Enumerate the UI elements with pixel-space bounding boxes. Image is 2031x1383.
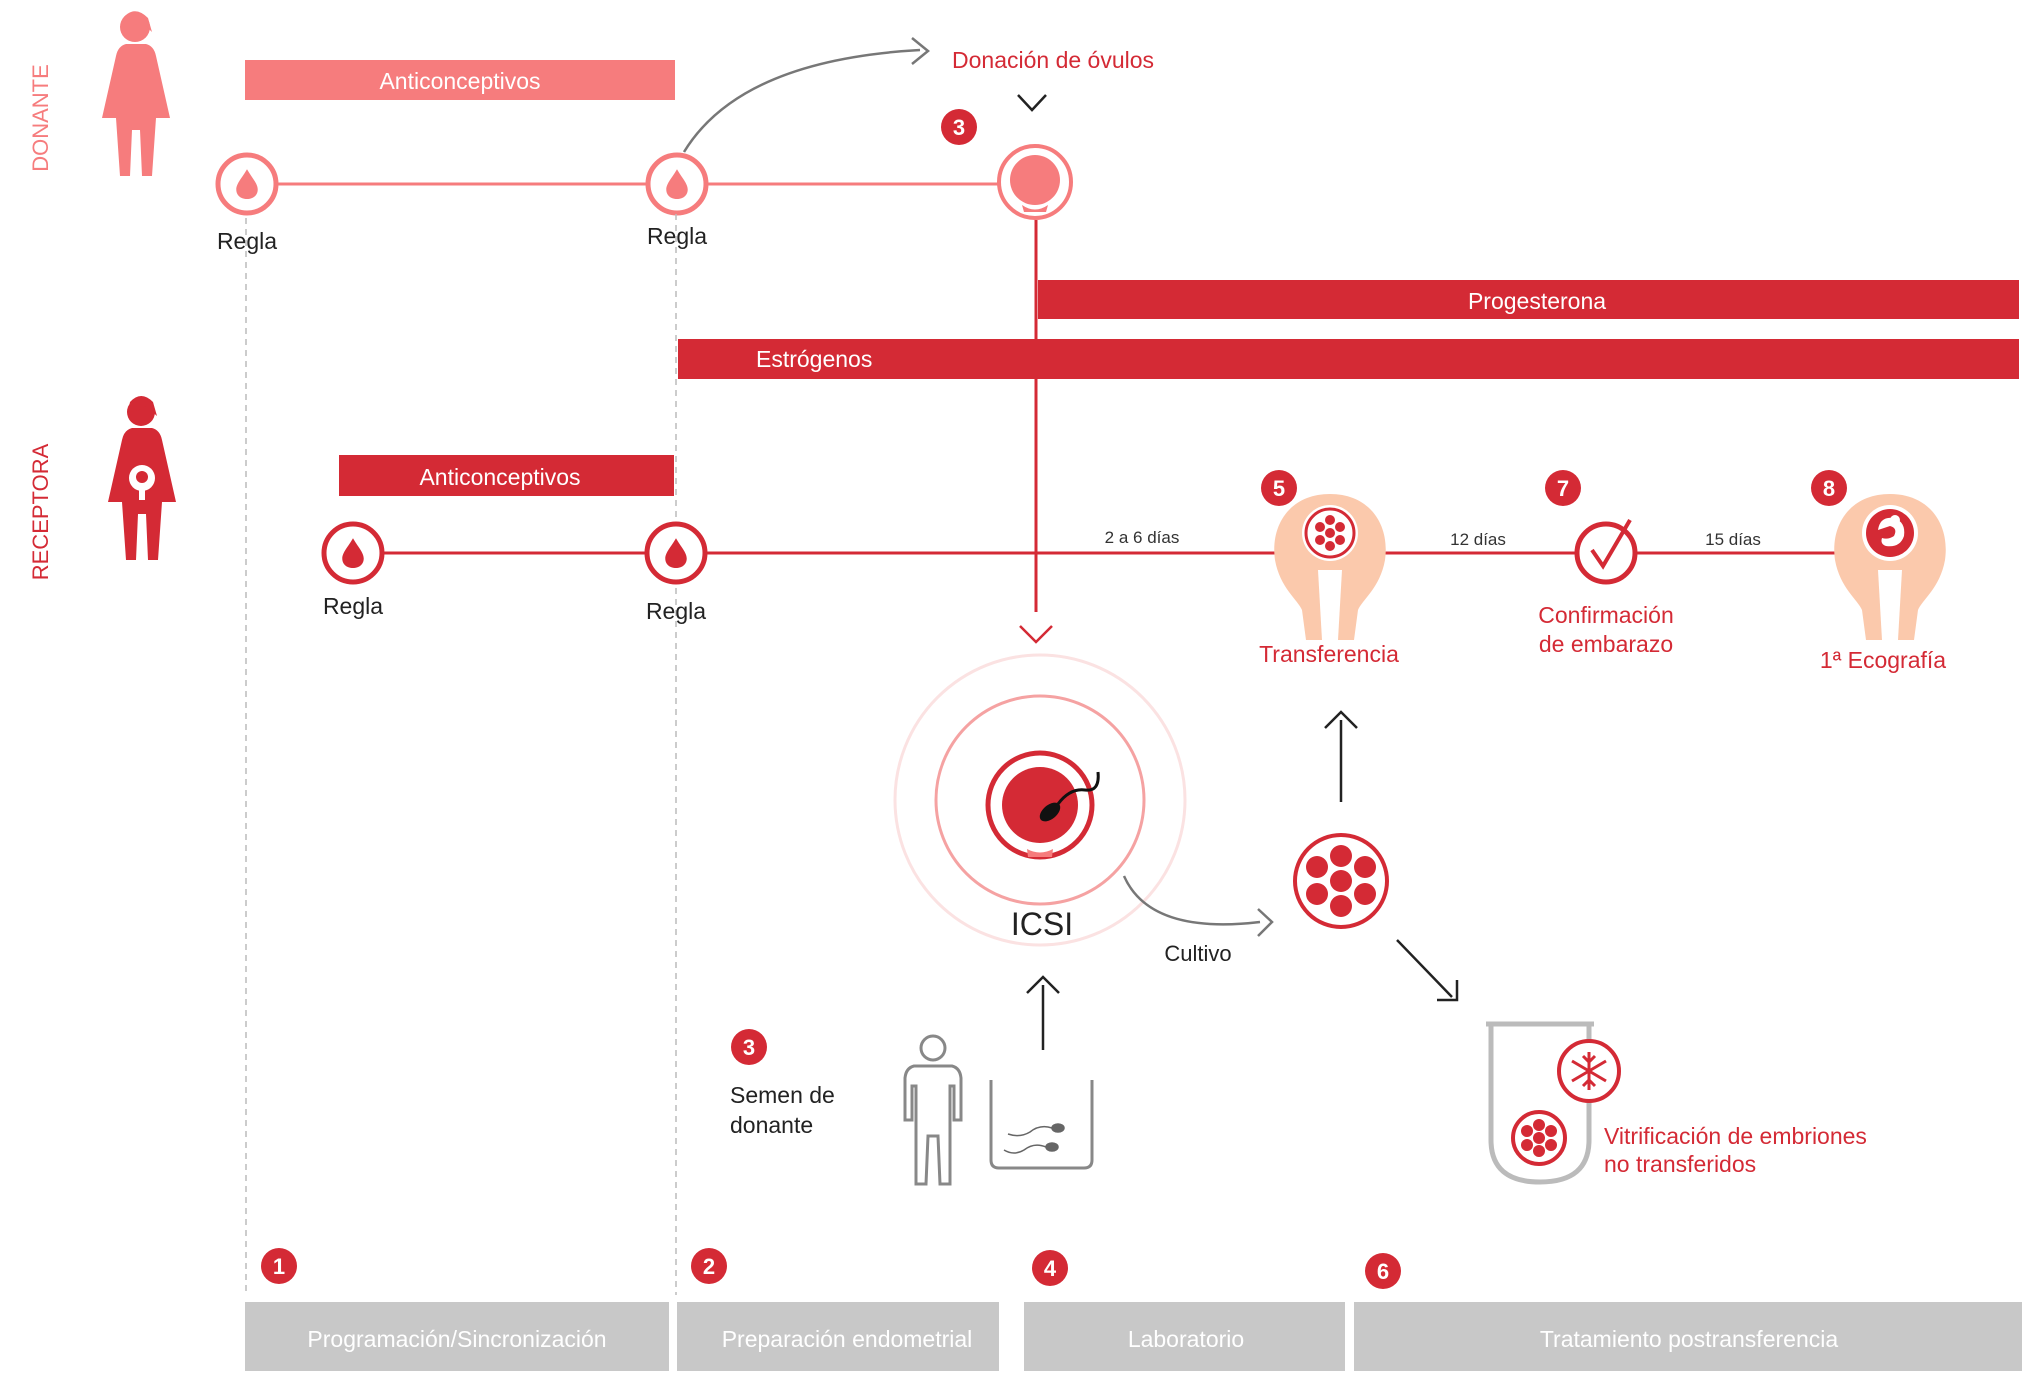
interval-2-6-label: 2 a 6 días [1105, 528, 1180, 547]
donor-period-label-1: Regla [217, 228, 277, 254]
step-badge-7: 7 [1545, 470, 1581, 506]
ultrasound-uterus-icon [1834, 494, 1946, 640]
vitrification-label-2: no transferidos [1604, 1151, 1756, 1177]
transfer-uterus-icon [1274, 494, 1386, 640]
svg-text:5: 5 [1273, 476, 1285, 501]
chevron-up-icon [1324, 710, 1358, 729]
recipient-period-label-2: Regla [646, 598, 706, 624]
phase-label-1: Programación/Sincronización [307, 1326, 606, 1352]
transfer-label: Transferencia [1259, 641, 1399, 667]
recipient-contraceptives-label: Anticonceptivos [419, 464, 580, 490]
recipient-woman-icon [108, 396, 176, 560]
step-badge-5: 5 [1261, 470, 1297, 506]
estrogens-bar [678, 339, 2019, 379]
icsi-egg-sperm-icon [985, 750, 1100, 860]
step-badge-1: 1 [261, 1248, 297, 1284]
chevron-down-icon [1019, 625, 1053, 644]
recipient-contraceptives-bar [339, 455, 674, 496]
step-badge-3-semen: 3 [731, 1029, 767, 1065]
ultrasound-label: 1ª Ecografía [1820, 647, 1946, 673]
recipient-period-node-2 [644, 521, 708, 585]
culture-label: Cultivo [1164, 941, 1231, 966]
phase-label-3: Laboratorio [1128, 1326, 1244, 1352]
svg-text:3: 3 [953, 115, 965, 140]
donor-contraceptives-bar [245, 60, 675, 100]
donor-period-node-1 [215, 152, 279, 216]
pregnancy-check-icon [1574, 518, 1638, 585]
step-badge-4: 4 [1032, 1250, 1068, 1286]
svg-text:7: 7 [1557, 476, 1569, 501]
svg-text:4: 4 [1044, 1256, 1057, 1281]
step-badge-2: 2 [691, 1248, 727, 1284]
phase-label-2: Preparación endometrial [722, 1326, 973, 1352]
donor-semen-label-2: donante [730, 1112, 813, 1138]
svg-text:8: 8 [1823, 476, 1835, 501]
interval-15-label: 15 días [1705, 530, 1761, 549]
donor-period-label-2: Regla [647, 223, 707, 249]
embryo-to-vitrification-arrow [1396, 939, 1453, 998]
chevron-right-icon [1257, 908, 1274, 937]
icsi-rings [893, 653, 1187, 947]
phase-label-4: Tratamiento postransferencia [1540, 1326, 1839, 1352]
pregnancy-confirm-label-2: de embarazo [1539, 631, 1673, 657]
donation-curve-arrow [682, 48, 921, 153]
pregnancy-confirm-label-1: Confirmación [1538, 602, 1674, 628]
culture-curve-arrow [1122, 875, 1261, 926]
svg-text:6: 6 [1377, 1259, 1389, 1284]
progesterone-bar [1038, 280, 2019, 319]
step-badge-8: 8 [1811, 470, 1847, 506]
donor-woman-icon [102, 11, 170, 176]
progesterone-label: Progesterona [1468, 288, 1606, 314]
interval-12-label: 12 días [1450, 530, 1506, 549]
man-icon [903, 1034, 963, 1186]
chevron-down-right-icon [1437, 980, 1459, 1002]
svg-text:1: 1 [273, 1254, 285, 1279]
svg-text:3: 3 [743, 1035, 755, 1060]
phase-bar-1 [245, 1302, 669, 1371]
chevron-up-icon [1026, 975, 1060, 994]
step-badge-3-egg: 3 [941, 109, 977, 145]
svg-text:2: 2 [703, 1254, 715, 1279]
egg-node-icon [997, 144, 1073, 220]
recipient-period-label-1: Regla [323, 593, 383, 619]
donor-contraceptives-label: Anticonceptivos [379, 68, 540, 94]
recipient-period-node-1 [321, 521, 385, 585]
phase-bar-4 [1354, 1302, 2022, 1371]
vitrification-label-1: Vitrificación de embriones [1604, 1123, 1867, 1149]
embryo-icon [1293, 833, 1389, 929]
donor-label: DONANTE [28, 64, 53, 172]
semen-cup-icon [989, 1080, 1094, 1170]
donor-semen-label-1: Semen de [730, 1082, 835, 1108]
chevron-down-icon [1017, 94, 1047, 112]
snowflake-icon [1557, 1039, 1621, 1103]
phase-bar-2 [677, 1302, 999, 1371]
icsi-label: ICSI [1011, 906, 1073, 942]
chevron-right-icon [911, 37, 930, 65]
egg-donation-label: Donación de óvulos [952, 47, 1154, 73]
phase-bar-3 [1024, 1302, 1345, 1371]
recipient-label: RECEPTORA [28, 443, 53, 580]
estrogens-label: Estrógenos [756, 346, 872, 372]
donor-period-node-2 [645, 152, 709, 216]
vitrification-tube-icon [1486, 1021, 1594, 1185]
step-badge-6: 6 [1365, 1253, 1401, 1289]
